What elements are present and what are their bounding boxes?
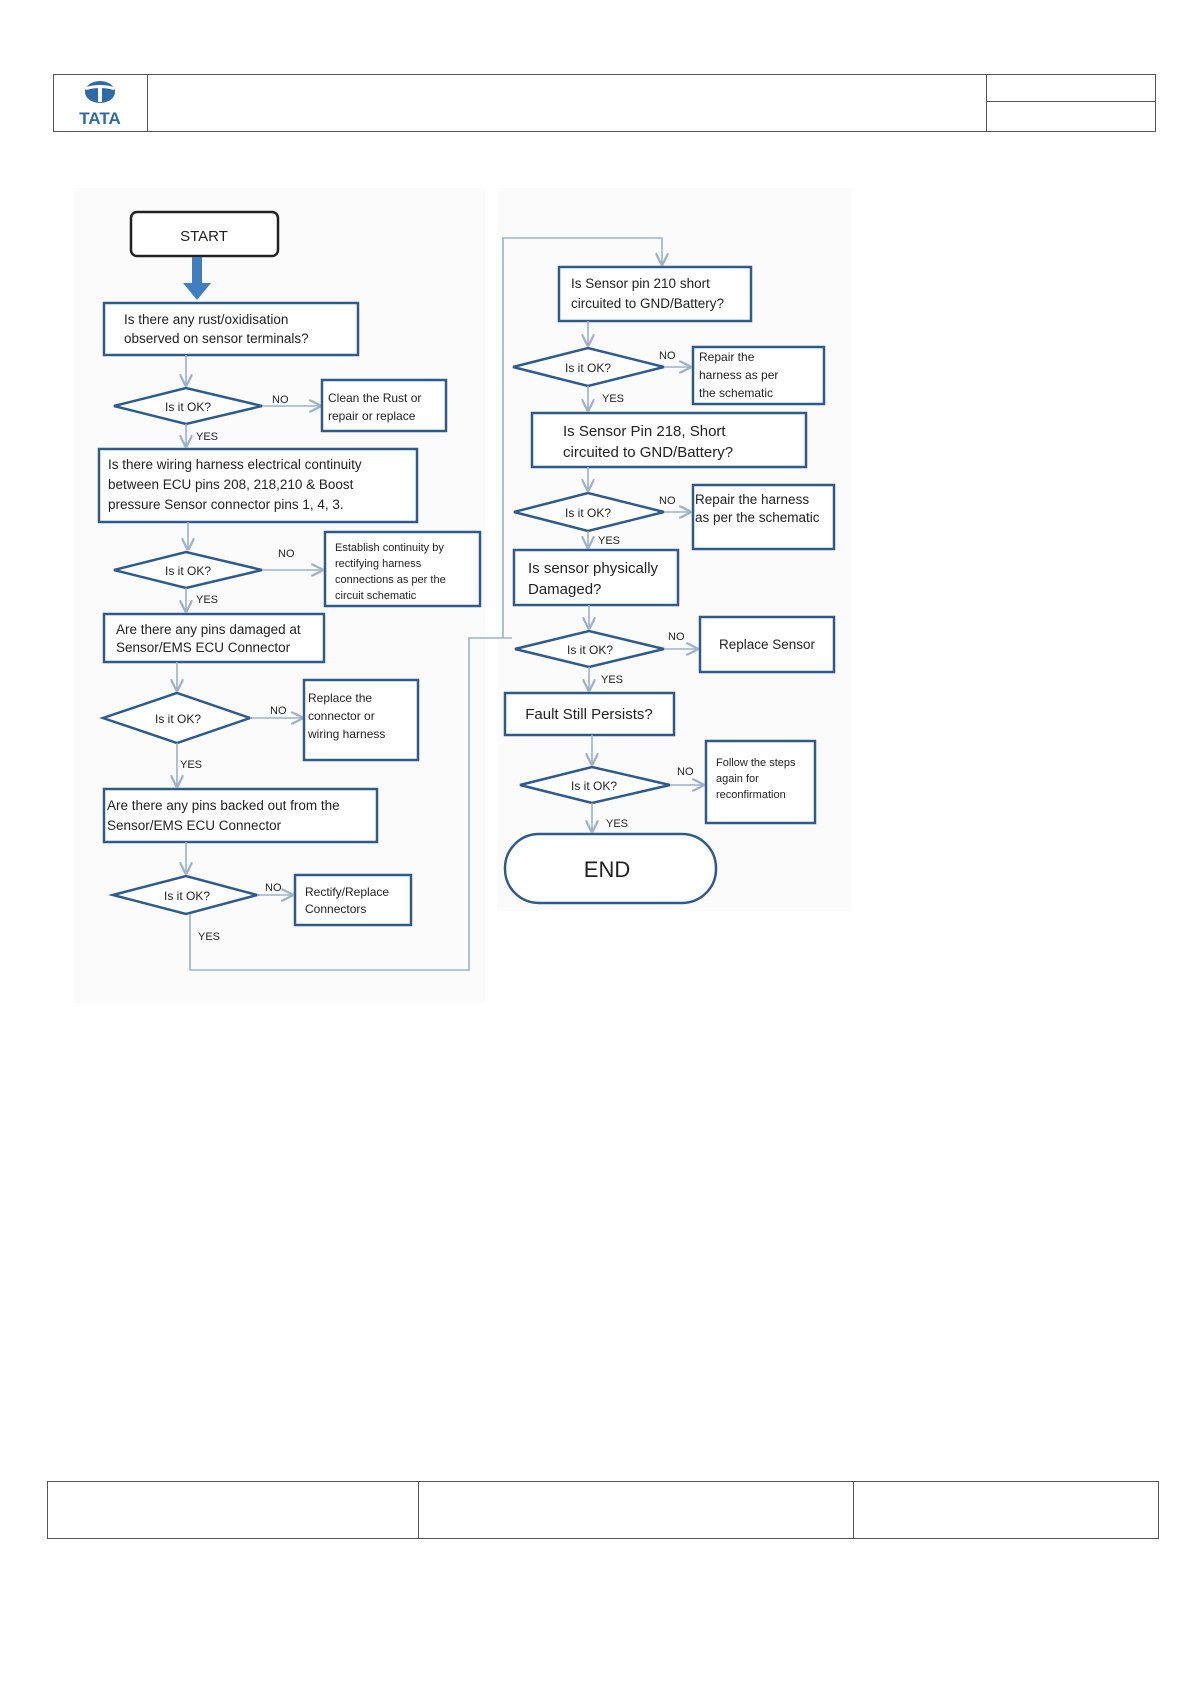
decision-2-yes: YES [196,594,218,606]
step-pin210-line2: circuited to GND/Battery? [571,296,724,311]
start-arrow-shaft [192,257,202,285]
action-establish-box [323,530,482,608]
step-physical-box [512,548,680,607]
step-continuity-line3: pressure Sensor connector pins 1, 4, 3. [108,497,344,512]
step-physical-line1: Is sensor physically [528,560,659,577]
step-fault-label: Fault Still Persists? [525,706,653,723]
action-rectify-line1: Rectify/Replace [305,885,389,899]
end-label: END [584,857,630,882]
action-follow-line1: Follow the steps [716,757,796,769]
step-pins-damaged-line2: Sensor/EMS ECU Connector [116,640,291,655]
action-establish-line2: rectifying harness [335,558,422,570]
start-terminal [129,210,280,258]
action-repair2-line2: as per the schematic [695,510,820,525]
action-replace-connector-line3: wiring harness [307,727,385,741]
start-arrow-head [183,283,211,300]
step-pin218-box [530,411,808,469]
decision-4-yes: YES [198,931,220,943]
action-replace-connector-line2: connector or [308,709,375,723]
action-clean-line1: Clean the Rust or [328,391,421,405]
step-rust-box [102,301,360,357]
action-repair2-line1: Repair the harness [695,492,809,507]
end-terminal [503,832,718,905]
connector-line-top [502,237,662,638]
action-rectify-box [293,873,413,927]
decision-1-yes: YES [196,431,218,443]
header-title-cell [147,75,987,131]
step-pins-backed-line2: Sensor/EMS ECU Connector [107,818,282,833]
action-replace-sensor-box [698,615,836,674]
step-continuity-box [97,447,419,524]
step-continuity-line2: between ECU pins 208, 218,210 & Boost [108,477,354,492]
action-repair1-line1: Repair the [699,350,755,364]
decision-4-no: NO [265,882,282,894]
action-replace-connector-box [302,678,420,762]
action-rectify-line2: Connectors [305,902,366,916]
step-pins-damaged-line1: Are there any pins damaged at [116,622,301,637]
action-clean-box [320,378,448,433]
action-establish-line1: Establish continuity by [335,542,444,554]
decision-5-yes: YES [602,393,624,405]
step-fault-box [503,691,676,737]
decision-7-no: NO [668,631,685,643]
start-label: START [180,228,228,245]
decision-6-yes: YES [598,535,620,547]
decision-7-label: Is it OK? [567,643,613,657]
decision-1-no: NO [272,394,289,406]
action-repair1-line2: harness as per [699,368,778,382]
footer-table [47,1481,1159,1539]
action-repair1-box [691,345,826,406]
step-pin210-box [557,265,753,323]
decision-3-no: NO [270,705,287,717]
decision-8-no: NO [677,766,694,778]
tata-logo-text: TATA [79,109,121,128]
action-follow-line3: reconfirmation [716,789,786,801]
decision-5-label: Is it OK? [565,361,611,375]
decision-6-label: Is it OK? [565,506,611,520]
decision-2-label: Is it OK? [165,564,211,578]
header-table: TATA [53,74,1156,132]
action-repair1-line3: the schematic [699,386,773,400]
step-continuity-line1: Is there wiring harness electrical conti… [108,457,362,472]
decision-8-yes: YES [606,818,628,830]
action-establish-line3: connections as per the [335,574,446,586]
step-rust-line1: Is there any rust/oxidisation [124,312,288,327]
header-ref-cell [986,75,1155,102]
decision-3-label: Is it OK? [155,712,201,726]
decision-1-label: Is it OK? [165,400,211,414]
decision-4-label: Is it OK? [164,889,210,903]
step-pins-backed-line1: Are there any pins backed out from the [107,798,340,813]
action-repair2-box [691,483,836,551]
action-replace-connector-line1: Replace the [308,691,372,705]
step-physical-line2: Damaged? [528,581,601,598]
decision-2-no: NO [278,548,295,560]
step-pin218-line1: Is Sensor Pin 218, Short [563,423,726,440]
decision-8-label: Is it OK? [571,779,617,793]
decision-7-yes: YES [601,674,623,686]
decision-5-no: NO [659,350,676,362]
action-replace-sensor-label: Replace Sensor [719,637,816,652]
action-follow-box [704,739,817,825]
action-establish-line4: circuit schematic [335,590,417,602]
logo-cell: TATA [54,75,148,131]
tata-logo: TATA [79,81,121,128]
footer-cell-right [854,1482,1158,1538]
action-clean-line2: repair or replace [328,409,416,423]
tata-logo-stem [98,88,102,102]
footer-cell-left [48,1482,419,1538]
tata-logo-stroke [86,85,114,90]
connector-line-bottom [189,637,512,971]
step-pin210-line1: Is Sensor pin 210 short [571,276,710,291]
step-pins-backed-box [102,787,379,844]
action-follow-line2: again for [716,773,759,785]
step-pin218-line2: circuited to GND/Battery? [563,444,733,461]
decision-6-no: NO [659,495,676,507]
decision-3-yes: YES [180,759,202,771]
step-pins-damaged-box [102,612,326,664]
footer-cell-middle [419,1482,854,1538]
step-rust-line2: observed on sensor terminals? [124,331,309,346]
